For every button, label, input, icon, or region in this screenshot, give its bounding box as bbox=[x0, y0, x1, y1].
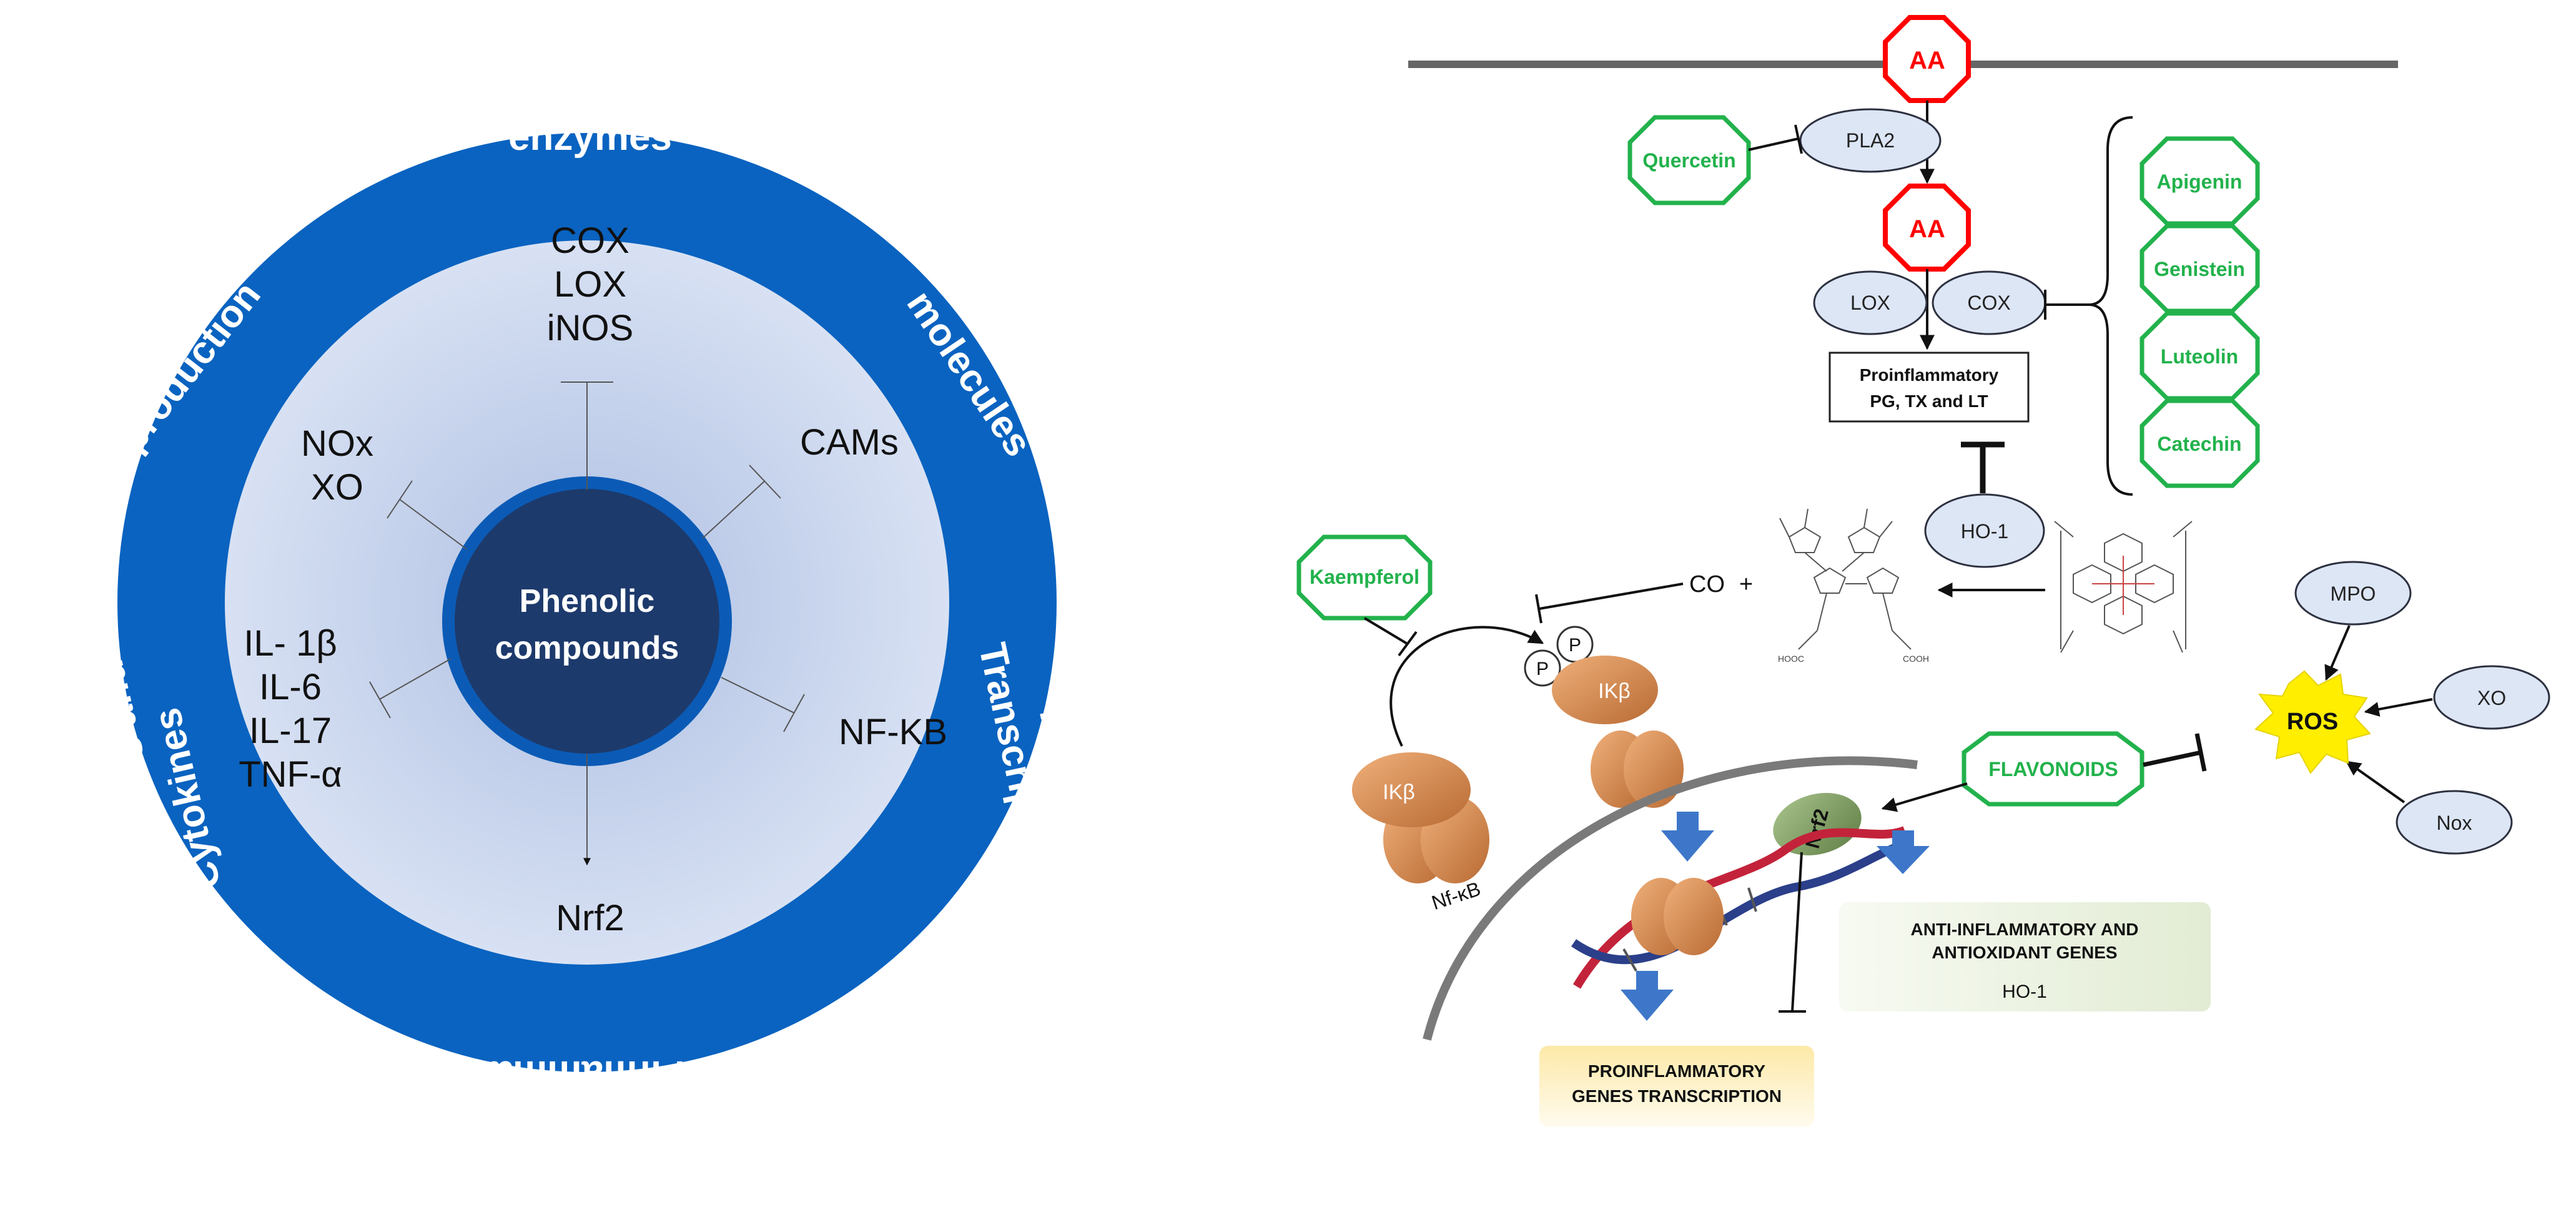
nfkb-bound-2 bbox=[1664, 878, 1724, 955]
cox-label: COX bbox=[1967, 292, 2010, 314]
ikb-top-protein bbox=[1552, 656, 1658, 724]
target-nrf2: Nrf2 bbox=[556, 898, 624, 938]
center-label-2: compounds bbox=[495, 630, 679, 666]
proinflammatory-genes-box bbox=[1539, 1046, 1814, 1127]
ikb-left-protein bbox=[1352, 752, 1471, 827]
proinf-genes-line-1: PROINFLAMMATORY bbox=[1588, 1061, 1765, 1081]
phospho-label-1: P bbox=[1536, 659, 1549, 679]
pla2-label: PLA2 bbox=[1846, 129, 1895, 152]
target-cams: CAMs bbox=[800, 422, 899, 463]
chem-label-cooh: COOH bbox=[1903, 654, 1929, 664]
genistein-octagon bbox=[2139, 224, 2260, 313]
spokes bbox=[369, 381, 805, 866]
phenolic-wheel: Inflammatory enzymes ROS production Adhe… bbox=[88, 69, 1124, 1139]
flavonoid-brace bbox=[2088, 116, 2133, 496]
luteolin-label: Luteolin bbox=[2161, 345, 2238, 368]
quercetin-label: Quercetin bbox=[1642, 149, 1735, 172]
blue-arrow-3 bbox=[1877, 830, 1930, 874]
target-inos: iNOS bbox=[547, 308, 634, 348]
anti-inflammatory-box bbox=[1839, 902, 2211, 1011]
ikb-top-label: IKβ bbox=[1598, 679, 1631, 703]
proinflammatory-box bbox=[1828, 352, 2030, 423]
anti-box-line-3: HO-1 bbox=[2002, 981, 2047, 1002]
center-label-1: Phenolic bbox=[520, 583, 655, 619]
ring-label-bottom-2: Transcription factor bbox=[402, 1096, 766, 1139]
flavonoids-octagon bbox=[1962, 731, 2144, 807]
xo-node bbox=[2433, 665, 2550, 730]
flavonoids-label: FLAVONOIDS bbox=[1988, 758, 2118, 780]
aa-top-octagon bbox=[1883, 15, 1971, 103]
quercetin-octagon bbox=[1627, 115, 1751, 205]
aa-mid-label: AA bbox=[1909, 215, 1945, 243]
phospho-circle-1 bbox=[1524, 649, 1561, 687]
flavonoids-ros-inhibit bbox=[2143, 750, 2202, 767]
ho1-node bbox=[1924, 493, 2045, 568]
target-il1b: IL- 1β bbox=[244, 623, 337, 664]
heme-structure bbox=[2054, 521, 2193, 653]
apigenin-label: Apigenin bbox=[2157, 170, 2243, 193]
ring-label-bottom-1: Anti-inflammatory bbox=[418, 1053, 749, 1096]
xo-label: XO bbox=[2477, 687, 2506, 709]
aa-mid-octagon bbox=[1883, 184, 1971, 272]
flavonoid-list: Apigenin Genistein Luteolin Catechin bbox=[2139, 136, 2260, 488]
genistein-label: Genistein bbox=[2154, 258, 2245, 280]
co-label: CO bbox=[1689, 571, 1725, 598]
ikb-left-label: IKβ bbox=[1383, 780, 1415, 804]
nuclear-envelope bbox=[1423, 756, 1918, 1041]
plus-sign: + bbox=[1739, 571, 1753, 598]
aa-top-label: AA bbox=[1909, 47, 1945, 74]
anti-box-line-2: ANTIOXIDANT GENES bbox=[1932, 943, 2117, 962]
mpo-node bbox=[2294, 561, 2412, 626]
proinflammatory-label-1: Proinflammatory bbox=[1860, 365, 1999, 385]
target-nox: NOx bbox=[301, 423, 373, 464]
proinf-genes-line-2: GENES TRANSCRIPTION bbox=[1572, 1086, 1782, 1106]
phospho-label-2: P bbox=[1569, 635, 1581, 656]
target-nfkb: NF-KB bbox=[839, 712, 947, 752]
target-tnfa: TNF-α bbox=[239, 754, 342, 795]
target-il17: IL-17 bbox=[249, 711, 332, 751]
chem-label-hooc: HOOC bbox=[1778, 654, 1804, 664]
ho1-label: HO-1 bbox=[1961, 520, 2008, 543]
nox-node bbox=[2396, 790, 2513, 855]
target-cox: COX bbox=[551, 220, 629, 261]
pathway-panel: AA PLA2 Quercetin AA LOX COX Proinflamma… bbox=[1296, 15, 2550, 1127]
ros-star bbox=[2254, 670, 2371, 774]
lox-node bbox=[1813, 270, 1928, 335]
kaempferol-label: Kaempferol bbox=[1310, 566, 1419, 588]
pla2-node bbox=[1799, 108, 1942, 173]
lox-label: LOX bbox=[1850, 292, 1890, 314]
blue-arrow-2 bbox=[1621, 971, 1674, 1021]
catechin-label: Catechin bbox=[2157, 433, 2241, 455]
anti-box-line-1: ANTI-INFLAMMATORY AND bbox=[1911, 920, 2139, 939]
ring-label-top-2: enzymes bbox=[508, 116, 672, 159]
ros-label: ROS bbox=[2287, 709, 2338, 735]
apigenin-octagon bbox=[2139, 136, 2260, 226]
center-disc bbox=[455, 489, 719, 754]
kaempferol-octagon bbox=[1296, 534, 1433, 621]
biliverdin-structure bbox=[1779, 508, 1912, 650]
blue-arrow-1 bbox=[1661, 812, 1714, 862]
target-xo: XO bbox=[311, 467, 363, 508]
mpo-label: MPO bbox=[2331, 583, 2376, 605]
target-il6: IL-6 bbox=[259, 667, 322, 707]
catechin-octagon bbox=[2139, 398, 2260, 488]
target-lox: LOX bbox=[554, 264, 626, 305]
proinflammatory-label-2: PG, TX and LT bbox=[1870, 391, 1988, 411]
luteolin-octagon bbox=[2139, 311, 2260, 401]
nox-label: Nox bbox=[2437, 812, 2472, 834]
